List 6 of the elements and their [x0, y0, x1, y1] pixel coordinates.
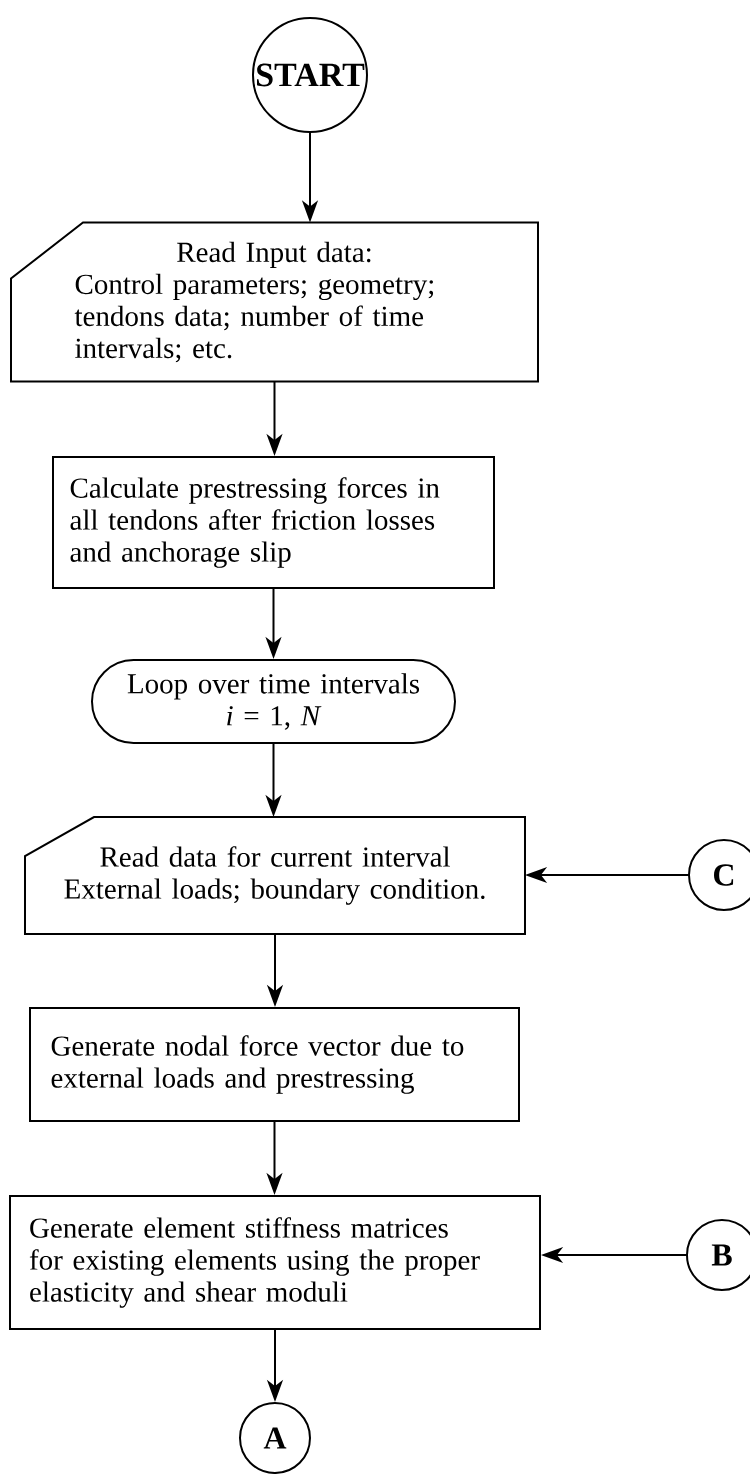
input-card: Read Input data: Control parameters; geometry; tendons data; number of time intervals; etc.: [10, 221, 539, 383]
loop-terminal: Loop over time intervals i = 1, N: [91, 659, 456, 744]
input-card: Read data for current interval External loads; boundary condition.: [24, 816, 526, 935]
process-box: Calculate prestressing forces in all tendons after friction losses and anchorage slip: [52, 456, 495, 589]
process-box: Generate nodal force vector due to external loads and prestressing: [29, 1007, 520, 1122]
process-box: Generate element stiffness matrices for existing elements using the proper elasticity and shear moduli: [9, 1195, 541, 1330]
